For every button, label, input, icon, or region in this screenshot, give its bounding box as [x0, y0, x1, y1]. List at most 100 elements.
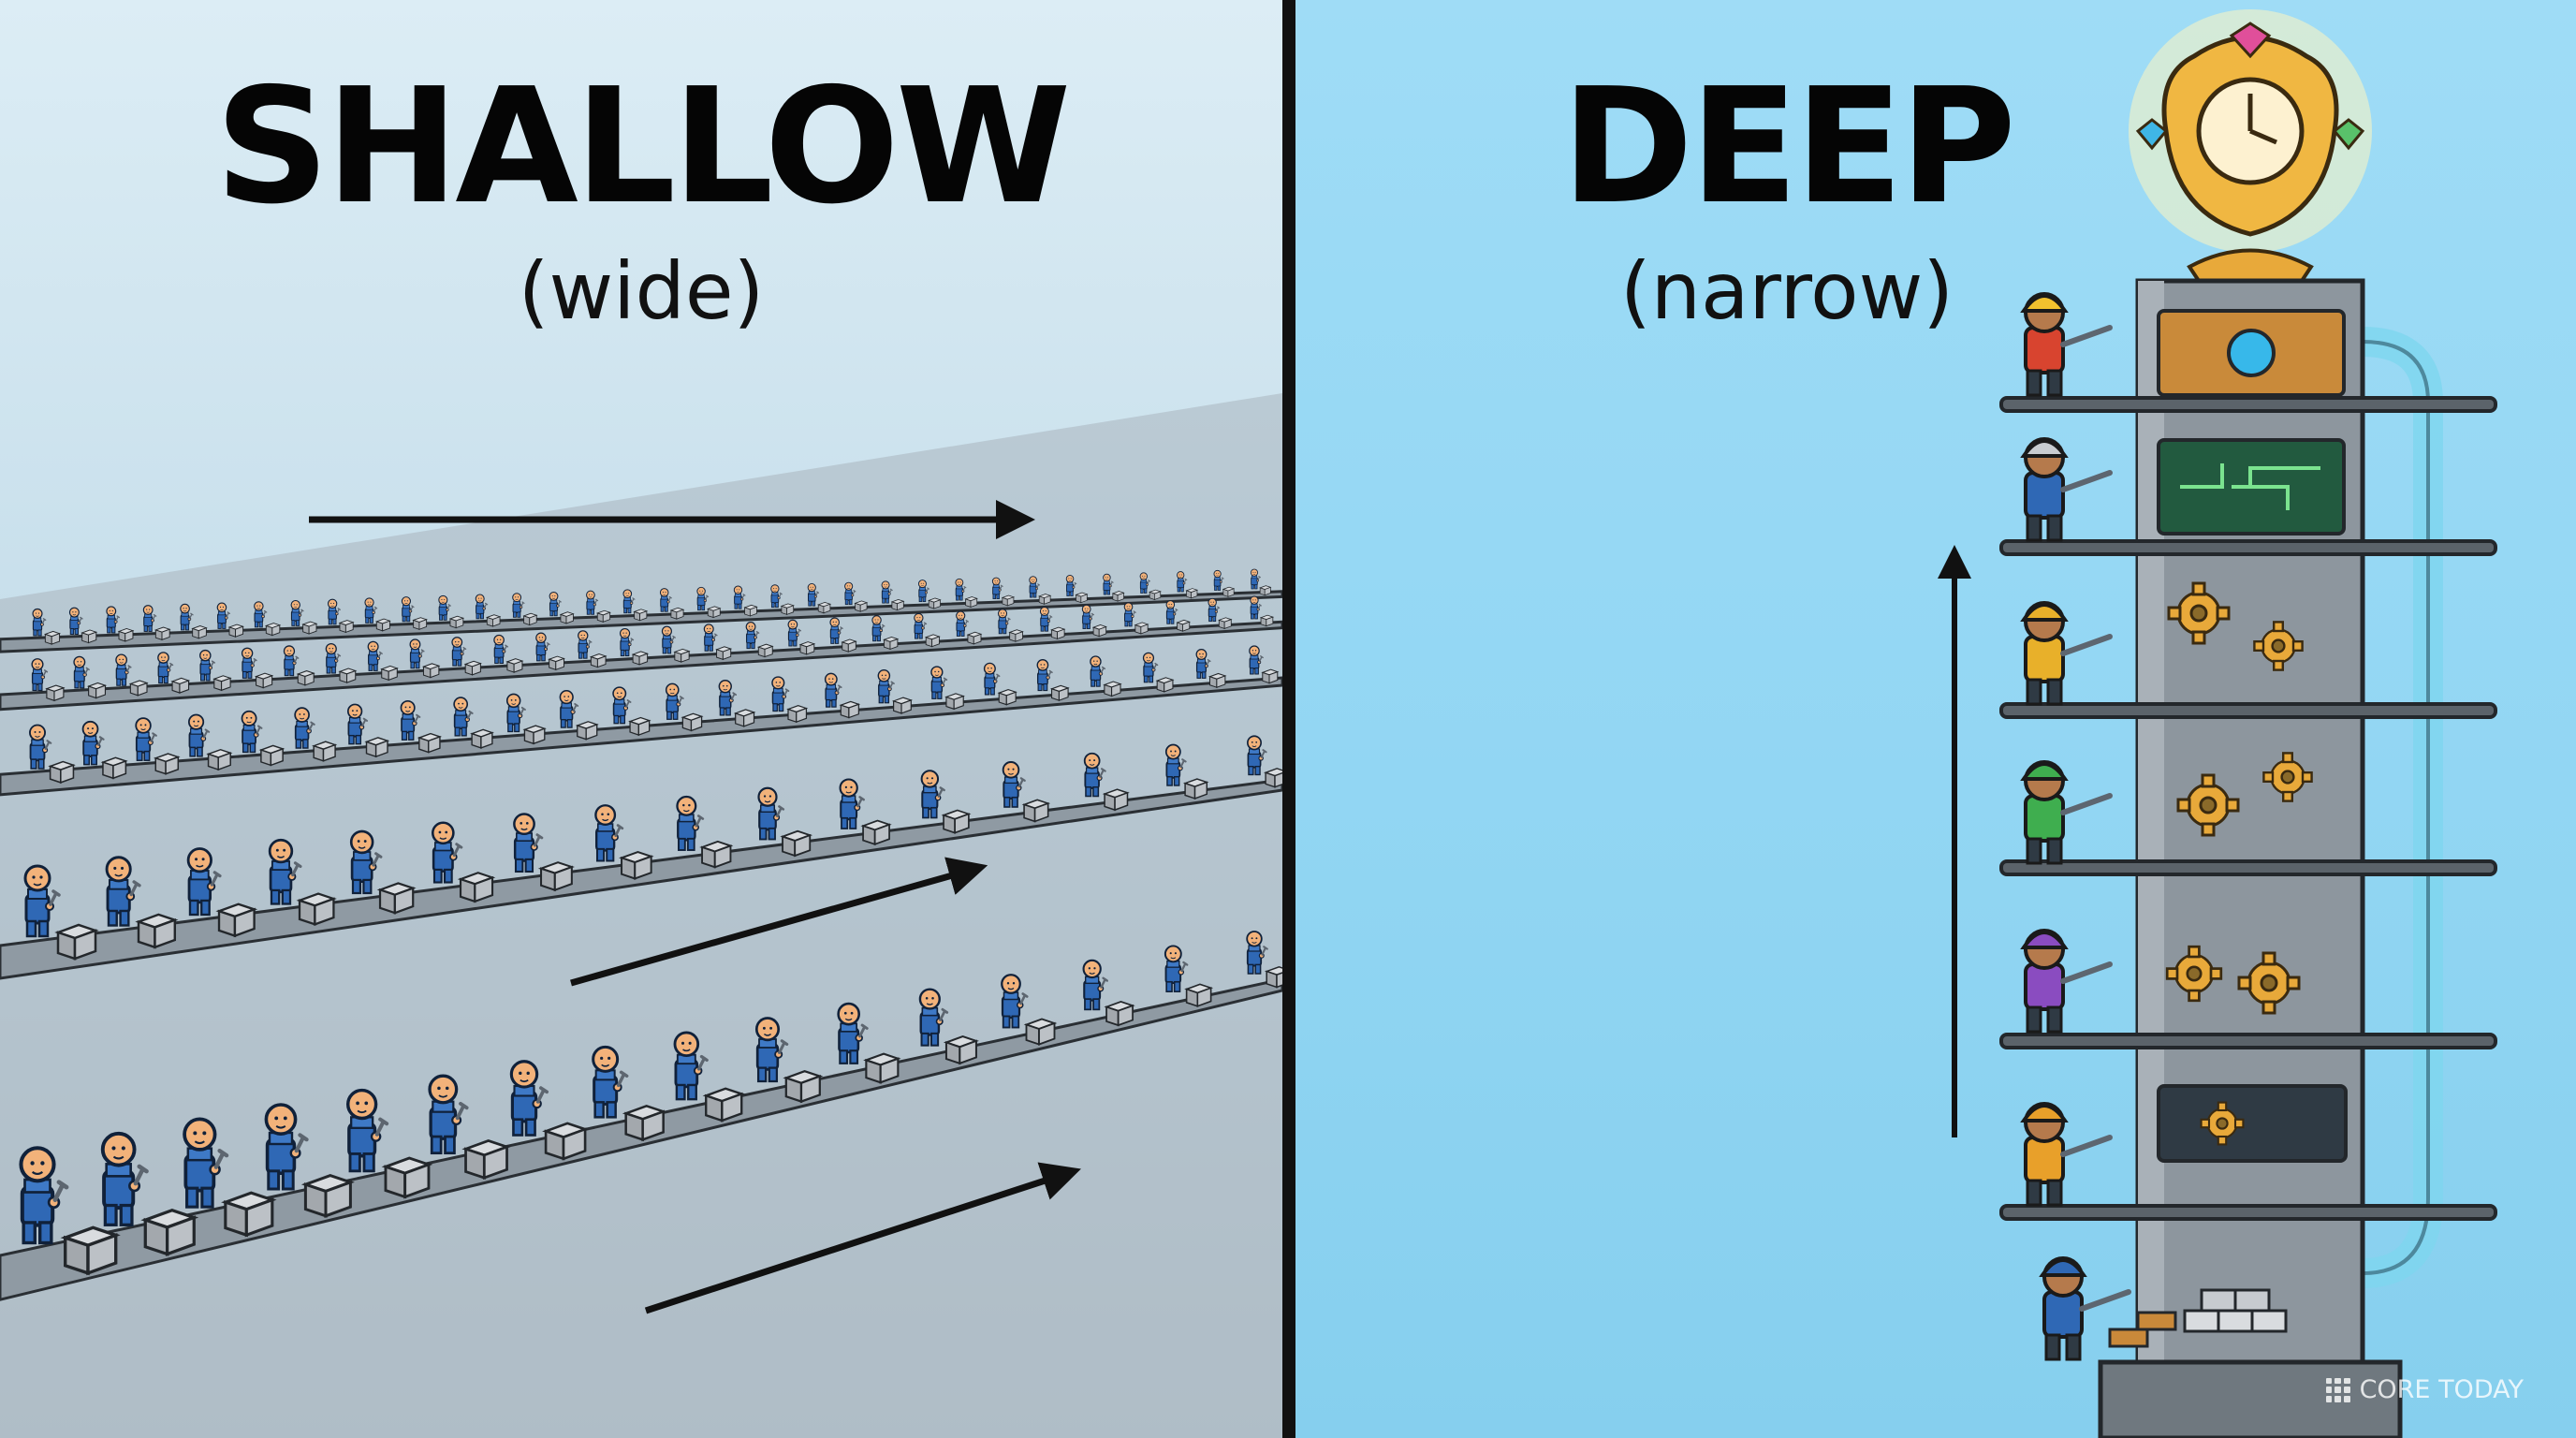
stone-block [192, 625, 207, 639]
stone-block [735, 709, 755, 727]
stone-block [102, 756, 127, 780]
stone-block [471, 728, 493, 749]
stone-block [705, 1087, 743, 1123]
stone-block [744, 604, 757, 617]
stone-block [634, 609, 648, 622]
stone-block [1009, 629, 1023, 642]
stone-block [549, 655, 564, 670]
stone-block [944, 1035, 977, 1064]
stone-block [339, 668, 357, 683]
stone-block [1184, 778, 1208, 800]
stone-block [506, 658, 523, 673]
stone-block [118, 628, 134, 642]
deep-heading: DEEP [1561, 54, 2016, 240]
clock-trophy-icon [2161, 35, 2339, 283]
stone-block [590, 653, 607, 668]
stone-block [928, 597, 941, 609]
stone-block [674, 648, 690, 663]
direction-arrow-middle [570, 857, 988, 987]
stone-block [1134, 622, 1149, 635]
stone-block [171, 677, 190, 694]
tower-worker [2020, 437, 2113, 542]
panel-divider [1282, 0, 1295, 1438]
stone-block [560, 611, 574, 624]
stone-block [891, 599, 904, 610]
stone-block [781, 603, 795, 615]
shallow-heading: SHALLOW [214, 54, 1072, 240]
stone-block [213, 675, 231, 691]
stone-block [943, 809, 970, 834]
stone-block [782, 829, 812, 857]
stone-block [302, 621, 317, 635]
tower-shelves [1999, 396, 2497, 1221]
stone-block [313, 741, 336, 762]
direction-arrow-bottom [644, 1162, 1081, 1314]
stone-block [217, 902, 256, 937]
stone-block [842, 638, 856, 653]
stone-block [1025, 1018, 1056, 1046]
watermark-text: CORE TODAY [2359, 1375, 2524, 1404]
gem-icon [2332, 118, 2365, 151]
stone-block [418, 732, 441, 754]
deep-subheading: (narrow) [1619, 245, 1954, 337]
stone-block [129, 680, 148, 697]
stone-block [757, 643, 773, 658]
stone-block [855, 600, 868, 612]
stone-block [784, 1070, 821, 1103]
stone-block [884, 636, 899, 650]
stone-block [449, 615, 464, 629]
stone-block [670, 607, 684, 620]
tower-worker [2020, 929, 2113, 1034]
shallow-panel: SHALLOW (wide) [0, 0, 1282, 1438]
stone-block [544, 1122, 587, 1161]
stone-block [862, 819, 890, 845]
tower-worker [2039, 1256, 2131, 1361]
gem-icon [2135, 118, 2169, 151]
stone-block [1038, 594, 1051, 605]
stone-block [64, 1225, 118, 1275]
stone-block [945, 693, 964, 710]
stone-block [596, 609, 611, 623]
stone-block [56, 923, 97, 961]
gem-icon [2229, 22, 2272, 59]
stone-block [1262, 668, 1279, 684]
stone-block [143, 1209, 196, 1256]
stone-block [260, 744, 284, 767]
stone-block [154, 626, 170, 640]
stone-block [925, 634, 940, 648]
tower-worker [2020, 1102, 2113, 1207]
stone-block [1076, 592, 1088, 604]
stone-block [1185, 983, 1212, 1007]
stone-block [381, 665, 398, 681]
stone-block [523, 725, 546, 744]
stone-block [1051, 684, 1069, 701]
stone-block [256, 672, 273, 689]
stone-block [339, 620, 354, 633]
stone-block [967, 631, 982, 645]
watermark: CORE TODAY [2325, 1375, 2524, 1404]
stone-block [1023, 799, 1049, 823]
shallow-subheading: (wide) [518, 245, 765, 337]
stone-block [44, 630, 61, 645]
stone-block [88, 682, 107, 699]
stone-block [464, 1139, 508, 1180]
stone-block [1260, 614, 1274, 627]
stone-block [486, 614, 501, 627]
tower-worker [2020, 292, 2113, 397]
stone-block [817, 601, 831, 614]
stone-block [303, 1174, 352, 1218]
stone-block [1208, 672, 1226, 688]
stone-block [413, 617, 428, 630]
stone-block [1156, 677, 1174, 693]
stone-block [1177, 619, 1191, 632]
tower-illustration [1938, 9, 2497, 1438]
stone-block [893, 697, 912, 714]
stone-block [1265, 768, 1282, 788]
stone-block [787, 705, 808, 723]
stone-block [1266, 966, 1282, 989]
stone-block [624, 1105, 665, 1141]
stone-block [81, 629, 97, 644]
stone-block [1105, 1001, 1134, 1027]
stone-block [297, 670, 315, 686]
